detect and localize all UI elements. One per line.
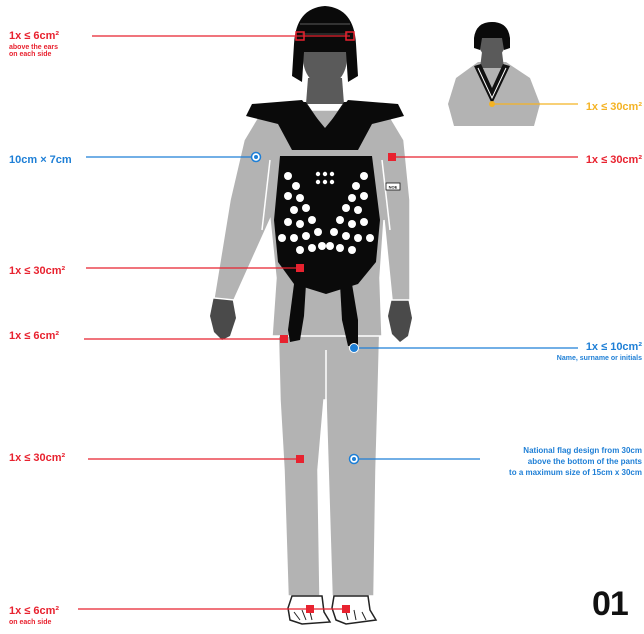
left-hand <box>210 296 236 340</box>
name-marker <box>350 344 359 353</box>
belt-label: 1x ≤ 6cm² <box>9 326 59 344</box>
chest-protector-marker <box>296 264 304 272</box>
page-number: 01 <box>592 585 628 624</box>
pants-marker <box>296 455 304 463</box>
foot-marker-left <box>306 605 314 613</box>
pants-flag-label: National flag design from 30cm above the… <box>509 446 642 478</box>
sleeve-logo-label: 1x ≤ 30cm² <box>586 150 642 168</box>
foot-protector-label: 1x ≤ 6cm² on each side <box>9 601 59 626</box>
collar-inset-figure <box>448 22 540 126</box>
athlete-figure: NOE <box>210 6 412 624</box>
chest-protector-label: 1x ≤ 30cm² <box>9 261 65 279</box>
foot-marker-right <box>342 605 350 613</box>
sleeve-logo-marker <box>388 153 396 161</box>
head-guard-label: 1x ≤ 6cm² above the ears on each side <box>9 26 59 59</box>
right-hand <box>388 298 412 342</box>
svg-text:NOE: NOE <box>389 185 398 190</box>
name-label: 1x ≤ 10cm² Name, surname or initials <box>557 337 642 362</box>
collar-marker <box>489 101 495 107</box>
pants-label: 1x ≤ 30cm² <box>9 448 65 466</box>
sleeve-flag-label: 10cm × 7cm <box>9 150 72 168</box>
belt-marker <box>280 335 288 343</box>
collar-label: 1x ≤ 30cm² <box>586 97 642 115</box>
